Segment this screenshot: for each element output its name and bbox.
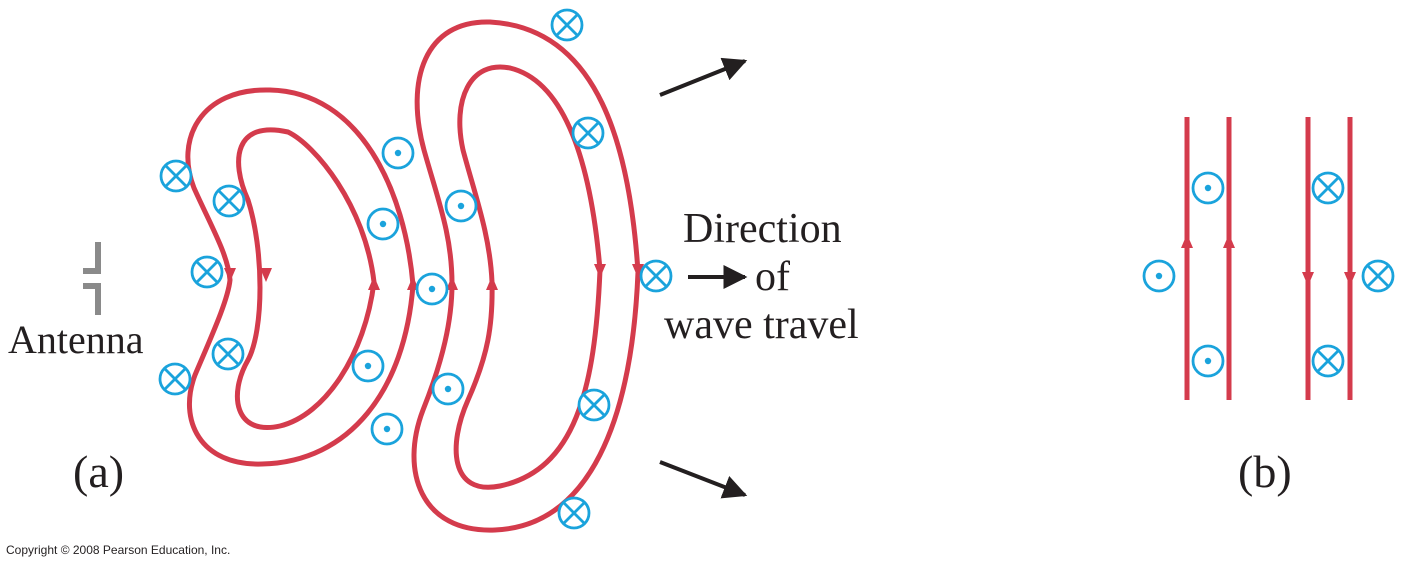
b-into-page-icon: [211, 337, 245, 371]
b-out-of-page-icon: [444, 189, 478, 223]
b-into-page-icon: [159, 159, 193, 193]
panel-a-label: (a): [73, 446, 124, 497]
b-out-of-page-icon: [1191, 344, 1225, 378]
e-field-loop-1-inner: [234, 127, 377, 430]
b-out-of-page-icon: [1191, 171, 1225, 205]
direction-label-line1: Direction: [683, 206, 842, 252]
e-field-loop-2-outer: [411, 19, 641, 533]
e-field-loop-2-inner: [453, 64, 603, 490]
b-into-page-icon: [639, 259, 673, 293]
b-into-page-icon: [571, 116, 605, 150]
b-into-page-icon: [1361, 259, 1395, 293]
b-into-page-icon: [550, 8, 584, 42]
b-out-of-page-icon: [370, 412, 404, 446]
b-out-of-page-icon: [381, 136, 415, 170]
direction-label-line3: wave travel: [664, 302, 859, 348]
e-field-loop-1-outer: [185, 87, 416, 467]
b-into-page-icon: [212, 184, 246, 218]
b-out-of-page-icon: [351, 349, 385, 383]
b-into-page-icon: [557, 496, 591, 530]
b-into-page-icon: [190, 255, 224, 289]
panel-a: Antenna (a) Direction of wave travel: [8, 8, 859, 533]
b-into-page-icon: [577, 388, 611, 422]
e-field-direction-arrows-b: [1181, 234, 1356, 286]
b-out-of-page-icon: [415, 272, 449, 306]
propagation-arrow-up: [659, 57, 748, 97]
antenna-label: Antenna: [8, 317, 144, 362]
b-into-page-icon: [158, 362, 192, 396]
panel-b: (b): [1142, 117, 1395, 497]
antenna-icon: [83, 242, 101, 315]
b-into-page-icon: [1311, 344, 1345, 378]
panel-b-label: (b): [1238, 446, 1292, 497]
direction-label-line2: of: [755, 254, 790, 300]
copyright-notice: Copyright © 2008 Pearson Education, Inc.: [6, 543, 230, 557]
b-out-of-page-icon: [431, 372, 465, 406]
b-field-symbols-b: [1142, 171, 1395, 378]
b-out-of-page-icon: [366, 207, 400, 241]
propagation-arrow-down: [659, 460, 748, 499]
b-into-page-icon: [1311, 171, 1345, 205]
b-out-of-page-icon: [1142, 259, 1176, 293]
e-field-direction-arrows: [224, 264, 644, 290]
